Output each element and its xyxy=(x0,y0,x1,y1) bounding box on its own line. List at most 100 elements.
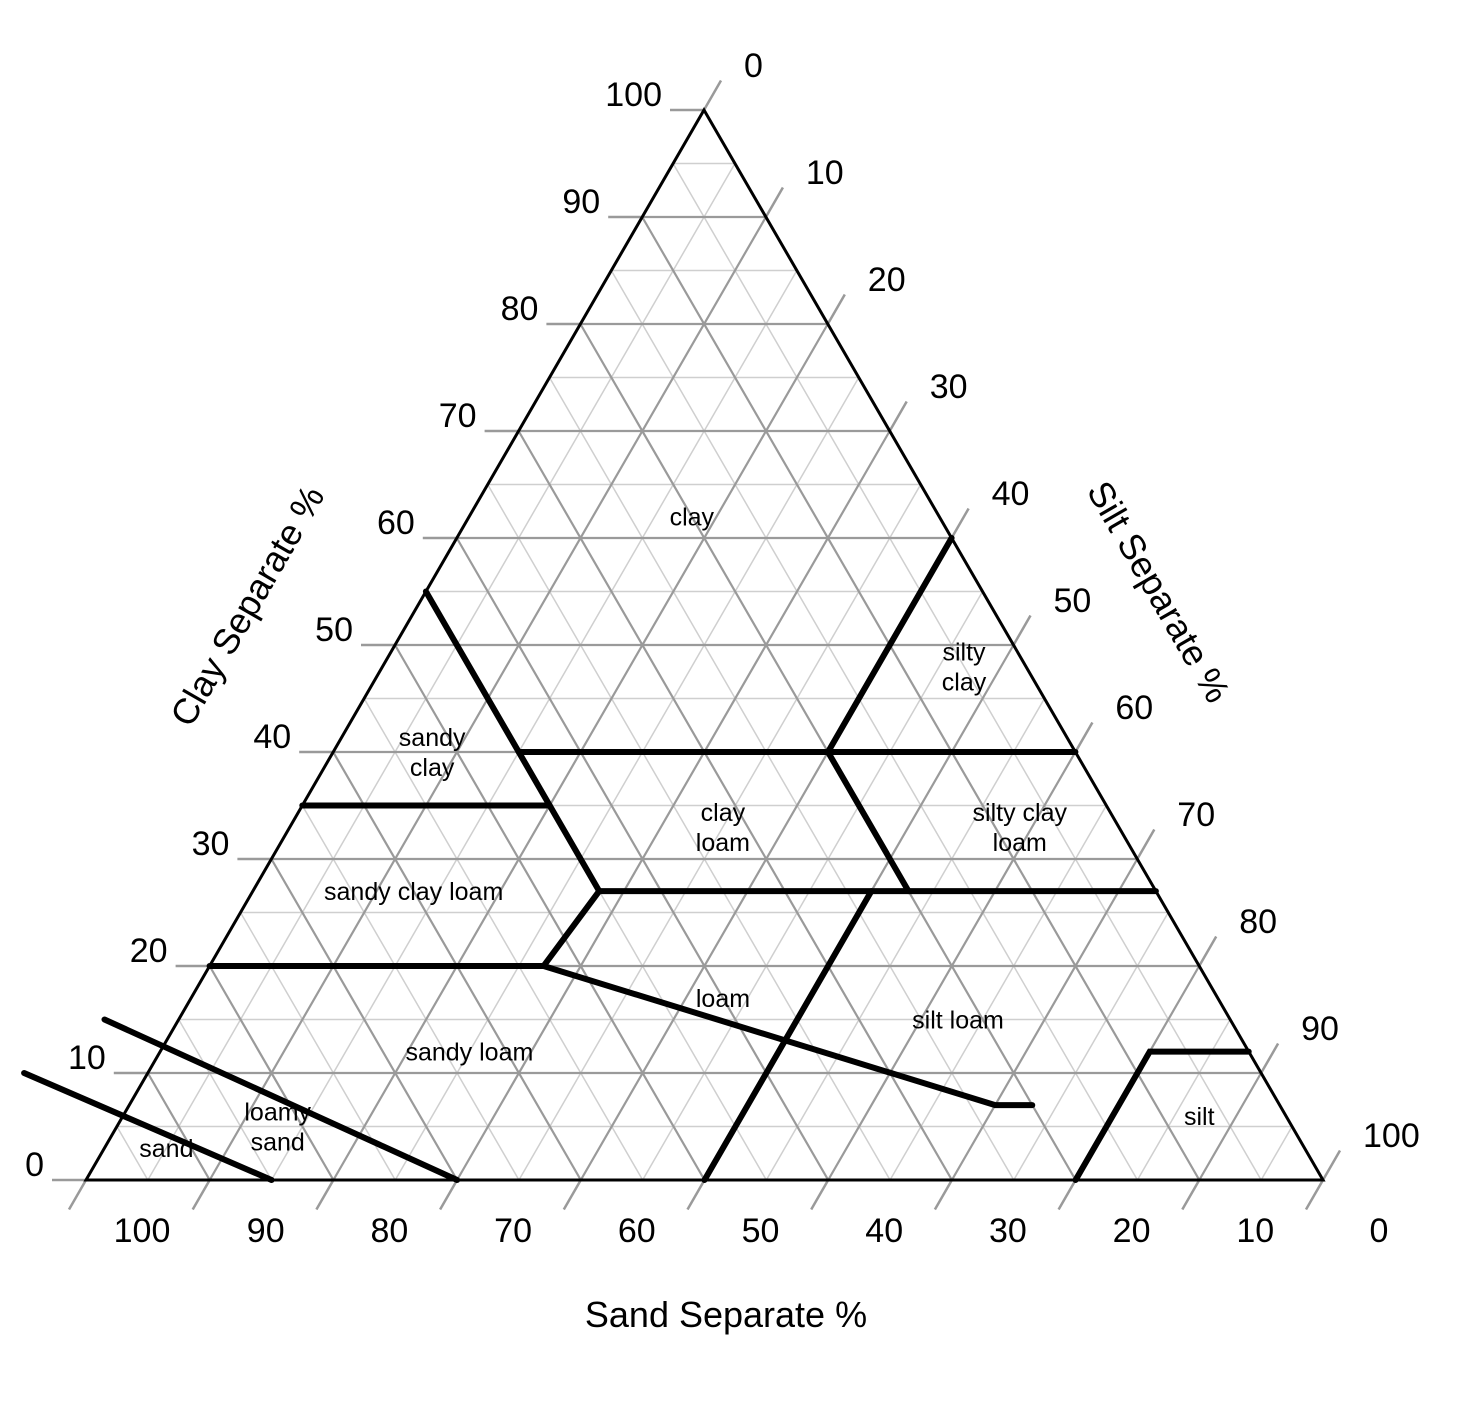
clay-tick-label: 50 xyxy=(315,611,353,649)
region-label-silt: silt xyxy=(1184,1103,1215,1131)
region-label-sand: sand xyxy=(139,1135,193,1163)
boundary-loam-left-upper xyxy=(540,888,603,969)
silt-tick-label: 90 xyxy=(1301,1010,1339,1048)
boundary-silt-boundary xyxy=(1072,1048,1252,1183)
silt-gridline-15 xyxy=(270,270,798,1181)
silt-tick-mark xyxy=(1074,721,1094,753)
sand-gridline-25 xyxy=(548,377,1015,1181)
sand-tick-label: 40 xyxy=(865,1212,903,1250)
sand-tick-label: 100 xyxy=(114,1212,171,1250)
sand-gridline-95 xyxy=(116,1126,149,1181)
sand-axis-title: Sand Separate % xyxy=(585,1294,867,1335)
sand-gridline-35 xyxy=(487,484,891,1181)
sand-tick-mark xyxy=(191,1179,211,1211)
silt-axis-title: Silt Separate % xyxy=(1079,474,1239,709)
sand-tick-label: 20 xyxy=(1113,1212,1151,1250)
sand-tick-label: 50 xyxy=(742,1212,780,1250)
silt-tick-mark xyxy=(1321,1149,1342,1181)
sand-gridline-70 xyxy=(270,858,459,1181)
silt-tick-label: 30 xyxy=(930,368,968,406)
silt-gridline-65 xyxy=(889,805,1107,1181)
silt-tick-mark xyxy=(764,186,784,218)
clay-tick-label: 30 xyxy=(192,825,230,863)
silt-tick-mark xyxy=(702,79,723,111)
boundary-clay-loam-silty-clay-loam xyxy=(825,749,912,895)
sand-tick-mark xyxy=(562,1179,582,1211)
silt-tick-label: 50 xyxy=(1054,582,1092,620)
sand-tick-label: 80 xyxy=(370,1212,408,1250)
silt-tick-mark xyxy=(888,400,908,432)
silt-tick-label: 70 xyxy=(1177,796,1215,834)
sand-tick-mark xyxy=(810,1179,830,1211)
minor-gridlines xyxy=(116,162,1293,1181)
sand-tick-mark xyxy=(1181,1179,1201,1211)
silt-tick-label: 40 xyxy=(992,475,1030,513)
sand-gridline-5 xyxy=(672,163,1262,1181)
silt-gridline-85 xyxy=(1136,1019,1231,1181)
clay-tick-label: 70 xyxy=(439,397,477,435)
region-label-sandy-loam: sandy loam xyxy=(405,1039,533,1067)
clay-tick-label: 100 xyxy=(605,76,662,114)
silt-gridline-25 xyxy=(394,377,860,1181)
silt-tick-mark xyxy=(1012,614,1032,646)
sand-tick-label: 90 xyxy=(247,1212,285,1250)
sand-tick-mark xyxy=(315,1179,335,1211)
sand-tick-label: 60 xyxy=(618,1212,656,1250)
sand-gridline-50 xyxy=(394,644,706,1181)
clay-tick-label: 10 xyxy=(68,1039,106,1077)
silt-tick-mark xyxy=(826,293,846,325)
sand-gridline-55 xyxy=(363,698,644,1181)
clay-tick-label: 90 xyxy=(562,183,600,221)
silt-gridline-35 xyxy=(518,484,922,1181)
sand-tick-label: 0 xyxy=(1370,1212,1389,1250)
silt-tick-mark xyxy=(1260,1042,1280,1074)
clay-tick-label: 20 xyxy=(130,932,168,970)
clay-tick-label: 80 xyxy=(501,290,539,328)
boundary-loamy-sand-sandy-loam xyxy=(101,1016,461,1183)
sand-gridline-90 xyxy=(146,1072,211,1181)
silt-tick-label: 100 xyxy=(1363,1117,1420,1155)
silt-gridline-55 xyxy=(765,698,1046,1181)
silt-gridline-75 xyxy=(1013,912,1169,1181)
boundary-clay-sandy-clay xyxy=(422,588,603,895)
region-label-silt-loam: silt loam xyxy=(912,1007,1004,1035)
boundary-sand-loamy-sand xyxy=(21,1070,275,1183)
sand-tick-mark xyxy=(67,1179,88,1211)
boundary-silt-loam-boundary xyxy=(701,888,875,1183)
sand-tick-label: 30 xyxy=(989,1212,1027,1250)
silt-gridline-30 xyxy=(456,430,891,1181)
clay-tick-label: 40 xyxy=(253,718,291,756)
sand-tick-mark xyxy=(1057,1179,1077,1211)
silt-tick-mark xyxy=(1198,935,1218,967)
silt-tick-label: 20 xyxy=(868,261,906,299)
sand-gridline-80 xyxy=(208,965,335,1181)
silt-gridline-5 xyxy=(147,163,736,1181)
sand-tick-mark xyxy=(686,1179,706,1211)
silt-gridline-90 xyxy=(1198,1072,1263,1181)
region-label-loam: loam xyxy=(696,985,750,1013)
silt-gridline-70 xyxy=(950,858,1139,1181)
sand-tick-label: 10 xyxy=(1236,1212,1274,1250)
sand-tick-mark xyxy=(1304,1179,1325,1211)
sand-gridline-15 xyxy=(610,270,1139,1181)
sand-tick-mark xyxy=(933,1179,953,1211)
texture-class-boundaries xyxy=(21,535,1252,1183)
silt-tick-label: 60 xyxy=(1115,689,1153,727)
sand-gridline-85 xyxy=(178,1019,273,1181)
silt-gridline-45 xyxy=(642,591,984,1181)
sand-gridline-30 xyxy=(517,430,953,1181)
region-label-clay: clay xyxy=(670,504,715,532)
clay-tick-label: 60 xyxy=(377,504,415,542)
sand-gridline-65 xyxy=(301,805,520,1181)
silt-tick-label: 0 xyxy=(744,47,763,85)
sand-tick-label: 70 xyxy=(494,1212,532,1250)
region-label-sandy-clay-loam: sandy clay loam xyxy=(324,878,503,906)
